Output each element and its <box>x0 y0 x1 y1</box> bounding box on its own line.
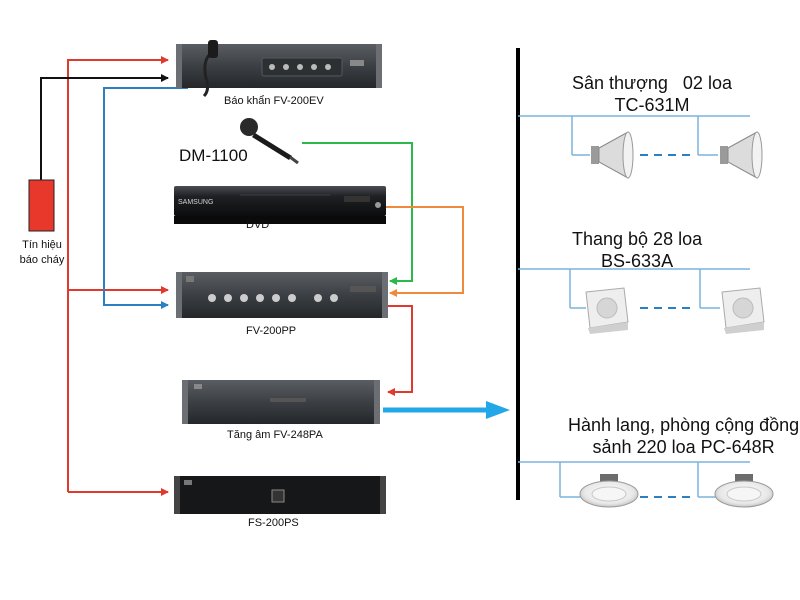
zone-stairs-label: Thang bộ 28 loa BS-633A <box>572 228 702 272</box>
ceiling-speaker-icon <box>579 474 639 508</box>
wall-speaker-icon <box>721 287 765 334</box>
microphone-label: DM-1100 <box>179 146 248 165</box>
dvd-to-preamp-line <box>386 206 464 297</box>
amp-output-arrow <box>383 401 510 419</box>
fire-signal-black-line <box>40 74 169 180</box>
amplifier-image <box>182 380 380 424</box>
fire-signal-label-line1: Tín hiệu <box>22 239 62 251</box>
zone-corridor-line1: Hành lang, phòng cộng đồng <box>568 415 800 435</box>
zone-rooftop-line2: TC-631M <box>614 95 690 115</box>
zone-stairs-wiring <box>518 268 750 309</box>
zone-rooftop-line1: Sân thượng 02 loa <box>572 73 732 93</box>
dvd-label: DVD <box>246 219 270 231</box>
amplifier-label: Tăng âm FV-248PA <box>227 429 323 441</box>
preamp-image <box>176 272 388 318</box>
mic-to-preamp-line <box>302 142 413 285</box>
microphone-image <box>240 118 299 165</box>
zone-rooftop-wiring <box>518 115 750 156</box>
fire-signal-label-line2: báo cháy <box>19 254 65 266</box>
power-supply-label: FS-200PS <box>248 517 299 529</box>
preamp-label: FV-200PP <box>246 325 297 337</box>
emergency-unit-image <box>176 40 382 98</box>
zone-stairs-line1: Thang bộ 28 loa <box>572 229 703 249</box>
zone-corridor-line2: sảnh 220 loa PC-648R <box>592 437 775 457</box>
horn-speaker-icon <box>591 131 634 179</box>
zone-rooftop-label: Sân thượng 02 loa TC-631M <box>572 72 732 116</box>
emergency-unit-label: Báo khẩn FV-200EV <box>224 95 324 107</box>
horn-speaker-icon <box>720 131 763 179</box>
zone-corridor-wiring <box>518 461 750 498</box>
wall-speaker-icon <box>585 287 629 334</box>
power-supply-image <box>174 476 386 514</box>
fire-signal-bus-line <box>67 56 169 492</box>
emergency-to-preamp-line <box>103 87 188 309</box>
zone-stairs-line2: BS-633A <box>601 251 674 271</box>
fire-signal-box <box>28 179 55 232</box>
zone-corridor-label: Hành lang, phòng cộng đồng sảnh 220 loa … <box>568 414 799 458</box>
fire-signal-label: Tín hiệu báo cháy <box>16 238 68 268</box>
dvd-player-image <box>174 186 386 224</box>
ceiling-speaker-icon <box>714 474 774 508</box>
preamp-to-amp-line <box>384 305 413 396</box>
dvd-brand-text: SAMSUNG <box>178 199 213 206</box>
